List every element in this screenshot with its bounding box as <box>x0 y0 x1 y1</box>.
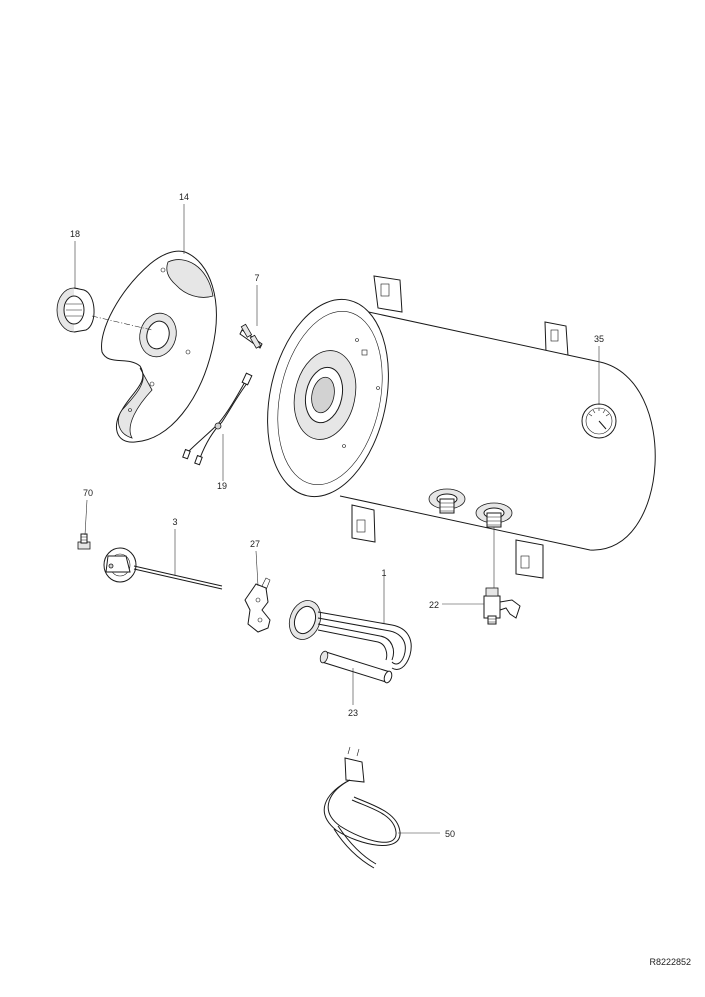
label-part-23: 23 <box>348 708 358 718</box>
label-part-22: 22 <box>429 600 439 610</box>
drawing-code: R8222852 <box>649 957 691 967</box>
cover-part-14 <box>101 250 217 443</box>
tank-shell <box>339 307 656 551</box>
sleeve-part-18 <box>56 287 95 333</box>
clip-part-7 <box>239 323 263 349</box>
top-bracket-right <box>544 321 569 357</box>
top-bracket-left <box>373 275 403 313</box>
valve-part-22 <box>483 587 521 625</box>
wiring-part-19 <box>182 372 253 466</box>
label-part-3: 3 <box>172 517 177 527</box>
screw-part-70 <box>77 533 91 550</box>
label-part-19: 19 <box>217 481 227 491</box>
anode-part-23 <box>319 650 393 684</box>
bottom-bracket-left <box>351 504 376 543</box>
label-part-70: 70 <box>83 488 93 498</box>
leader-lines <box>74 204 600 834</box>
label-part-1: 1 <box>381 568 386 578</box>
part-labels: 14 18 7 35 19 70 3 27 1 22 23 50 <box>70 192 604 839</box>
outlet-connection <box>475 502 513 528</box>
bracket-part-27 <box>244 577 271 633</box>
label-part-18: 18 <box>70 229 80 239</box>
tank-body <box>267 275 656 579</box>
label-part-50: 50 <box>445 829 455 839</box>
bottom-bracket-right <box>515 539 544 579</box>
inlet-connection <box>428 488 466 514</box>
label-part-14: 14 <box>179 192 189 202</box>
label-part-35: 35 <box>594 334 604 344</box>
label-part-27: 27 <box>250 539 260 549</box>
label-part-7: 7 <box>254 273 259 283</box>
thermostat-part-3 <box>103 547 223 590</box>
thermometer-gauge <box>581 403 617 439</box>
power-cord-part-50 <box>323 746 401 869</box>
heating-element-part-1 <box>288 600 412 670</box>
